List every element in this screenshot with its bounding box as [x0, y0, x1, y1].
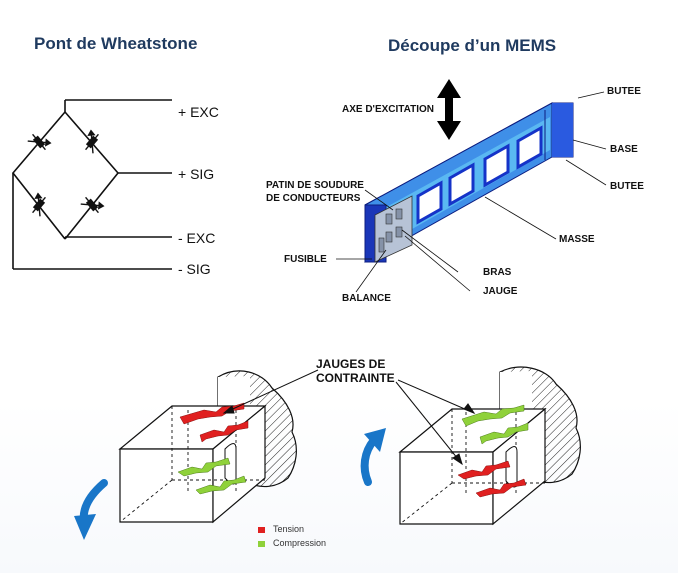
label-jauges-line1: JAUGES DE [316, 357, 386, 371]
legend-tension-swatch [258, 526, 265, 533]
strain-block-right [360, 366, 581, 526]
strain-block-left [74, 370, 297, 540]
legend-tension-label: Tension [273, 524, 305, 534]
terminal-plus-exc: + EXC [178, 104, 219, 120]
label-patin-line1: PATIN DE SOUDURE [266, 180, 364, 191]
label-butee-top: BUTEE [607, 86, 641, 97]
label-masse: MASSE [559, 234, 595, 245]
terminal-minus-sig: - SIG [178, 261, 211, 277]
mems-cutaway [336, 79, 607, 293]
mems-title: Découpe d’un MEMS [388, 36, 557, 55]
terminal-plus-sig: + SIG [178, 166, 215, 182]
label-jauge: JAUGE [483, 286, 518, 297]
label-balance: BALANCE [342, 293, 391, 304]
legend-tension: Tension [258, 524, 304, 534]
legend-compression: Compression [258, 538, 326, 548]
label-base: BASE [610, 144, 638, 155]
wheatstone-title: Pont de Wheatstone [34, 34, 198, 53]
label-patin-line2: DE CONDUCTEURS [266, 193, 361, 204]
legend-compression-label: Compression [273, 538, 327, 548]
legend-compression-swatch [258, 540, 265, 547]
label-bras: BRAS [483, 267, 512, 278]
label-butee-bottom: BUTEE [610, 181, 644, 192]
label-jauges-line2: CONTRAINTE [316, 371, 395, 385]
label-fusible: FUSIBLE [284, 254, 327, 265]
label-axe-excitation: AXE D'EXCITATION [342, 104, 435, 115]
terminal-minus-exc: - EXC [178, 230, 216, 246]
